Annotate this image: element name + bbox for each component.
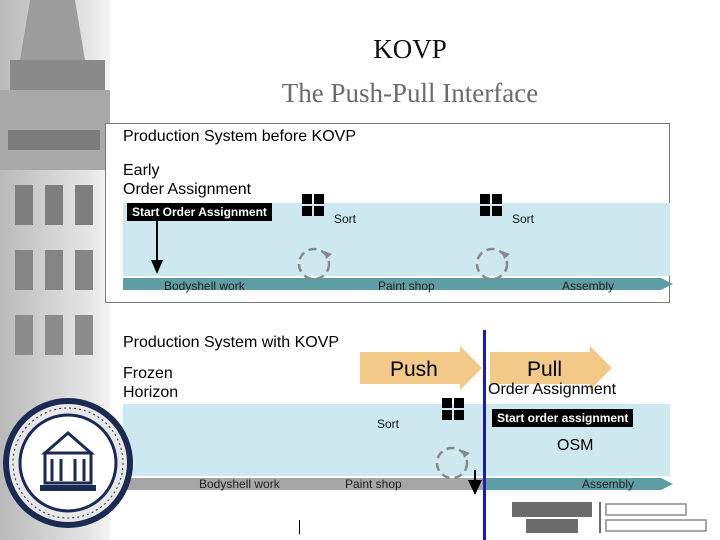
before-start-tag: Start Order Assignment — [127, 203, 272, 221]
before-sort-2: Sort — [512, 212, 535, 226]
with-paint: Paint shop — [345, 477, 402, 491]
start-down-arrow — [151, 220, 163, 274]
before-sort-1: Sort — [334, 212, 357, 226]
cycle-icon — [475, 247, 510, 281]
push-arrow — [360, 346, 482, 390]
college-of-engineering-logo — [512, 502, 707, 533]
with-sort: Sort — [377, 417, 400, 431]
order-assignment-label: Order Assignment — [488, 381, 617, 398]
before-bodyshell: Bodyshell work — [164, 279, 245, 293]
slide-title: KOVP — [373, 34, 447, 64]
cycle-icon — [297, 247, 332, 281]
order-down-arrow — [468, 470, 482, 495]
cycle-icon — [435, 446, 470, 480]
with-process-arrow — [123, 478, 673, 490]
sort-grid-icon — [442, 398, 465, 421]
with-assembly: Assembly — [582, 477, 635, 491]
georgia-tech-seal — [3, 398, 133, 528]
pull-arrow — [490, 346, 612, 390]
with-heading: Production System with KOVP — [123, 334, 340, 351]
before-assembly: Assembly — [562, 279, 615, 293]
with-start-tag: Start order assignment — [492, 409, 634, 427]
text-cursor — [299, 520, 300, 534]
osm-label: OSM — [557, 437, 594, 454]
frozen-label-line2: Horizon — [123, 384, 179, 401]
sort-grid-icon — [302, 194, 325, 217]
sort-grid-icon — [480, 194, 503, 217]
before-process-arrow — [123, 278, 673, 290]
push-label: Push — [390, 358, 438, 381]
early-label-line1: Early — [123, 162, 160, 179]
before-paint: Paint shop — [378, 279, 435, 293]
slide-subtitle: The Push-Pull Interface — [281, 78, 539, 108]
with-bodyshell: Bodyshell work — [199, 477, 280, 491]
push-pull-divider — [483, 330, 486, 540]
frozen-label-line1: Frozen — [123, 365, 173, 382]
early-label-line2: Order Assignment — [123, 181, 252, 198]
pull-label: Pull — [527, 358, 563, 381]
before-heading: Production System before KOVP — [123, 128, 356, 145]
